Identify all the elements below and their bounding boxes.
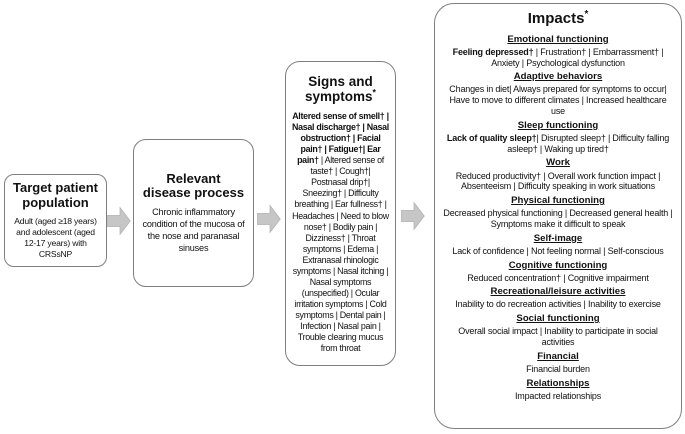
symptom-list: Altered sense of smell† | Nasal discharg… [292,111,389,354]
impact-category-heading: Emotional functioning [507,33,609,45]
impact-category-heading: Physical functioning [511,195,605,207]
impact-items: Financial burden [526,363,590,374]
flow-arrow-icon [257,204,281,234]
impact-category-heading: Recreational/leisure activities [490,286,626,298]
impacts-box: Impacts* Emotional functioning Feeling d… [434,3,682,429]
box-title-text: Impacts [527,10,585,27]
impact-section-physical: Physical functioning Decreased physical … [442,192,674,230]
impact-section-work: Work Reduced productivity† | Overall wor… [442,154,674,192]
target-patient-population-box: Target patient population Adult (aged ≥1… [4,174,107,267]
box-title: Relevant disease process [142,170,245,201]
impact-items: Overall social impact | Inability to par… [458,326,658,348]
signs-and-symptoms-box: Signs and symptoms* Altered sense of sme… [285,61,396,366]
impact-category-heading: Relationships [526,377,590,389]
impact-items: Lack of quality sleep†| Disrupted sleep†… [446,132,670,154]
impact-section-adaptive: Adaptive behaviors Changes in diet| Alwa… [442,68,674,116]
impact-section-financial: Financial Financial burden [442,348,674,375]
impact-section-emotional: Emotional functioning Feeling depressed†… [442,31,674,69]
secondary-symptoms-text: | Altered sense of taste† | Cough†| Post… [292,155,389,353]
impact-category-heading: Adaptive behaviors [513,71,603,83]
impact-category-heading: Sleep functioning [517,119,599,131]
impact-category-heading: Cognitive functioning [508,259,608,271]
impact-section-cognitive: Cognitive functioning Reduced concentrat… [442,257,674,284]
flow-arrow-icon [107,206,131,236]
asterisk-footnote-marker: * [584,9,589,20]
relevant-disease-process-box: Relevant disease process Chronic inflamm… [133,139,254,287]
impact-items: Decreased physical functioning | Decreas… [443,208,673,229]
impact-items: Inability to do recreation activities | … [455,299,661,310]
asterisk-footnote-marker: * [372,87,376,98]
primary-symptoms-text: Altered sense of smell† | Nasal discharg… [292,111,389,166]
impact-items: Feeling depressed† | Frustration† | Emba… [452,46,664,68]
impact-category-heading: Financial [537,350,579,362]
box-body-text: Adult (aged ≥18 years) and adolescent (a… [14,215,97,259]
impact-items: Lack of confidence | Not feeling normal … [452,245,664,256]
box-title: Target patient population [13,180,98,210]
impact-items: Changes in diet| Always prepared for sym… [449,84,667,117]
impact-items: Impacted relationships [514,390,602,401]
box-body-text: Chronic inflammatory condition of the mu… [142,206,245,253]
flow-arrow-icon [401,201,425,231]
impact-items: Reduced concentration† | Cognitive impai… [467,272,649,283]
box-title-text: Signs and symptoms [305,74,373,105]
impact-category-heading: Self-image [533,232,583,244]
box-title: Impacts* [527,9,589,28]
impact-section-self-image: Self-image Lack of confidence | Not feel… [442,230,674,257]
impact-items: Reduced productivity† | Overall work fun… [455,170,661,192]
impact-section-recreational: Recreational/leisure activities Inabilit… [442,283,674,310]
impact-section-social: Social functioning Overall social impact… [442,310,674,348]
impact-category-heading: Social functioning [516,313,600,325]
box-title: Signs and symptoms* [292,74,389,104]
impact-section-relationships: Relationships Impacted relationships [442,375,674,402]
impact-category-heading: Work [546,157,570,169]
impact-section-sleep: Sleep functioning Lack of quality sleep†… [442,117,674,155]
